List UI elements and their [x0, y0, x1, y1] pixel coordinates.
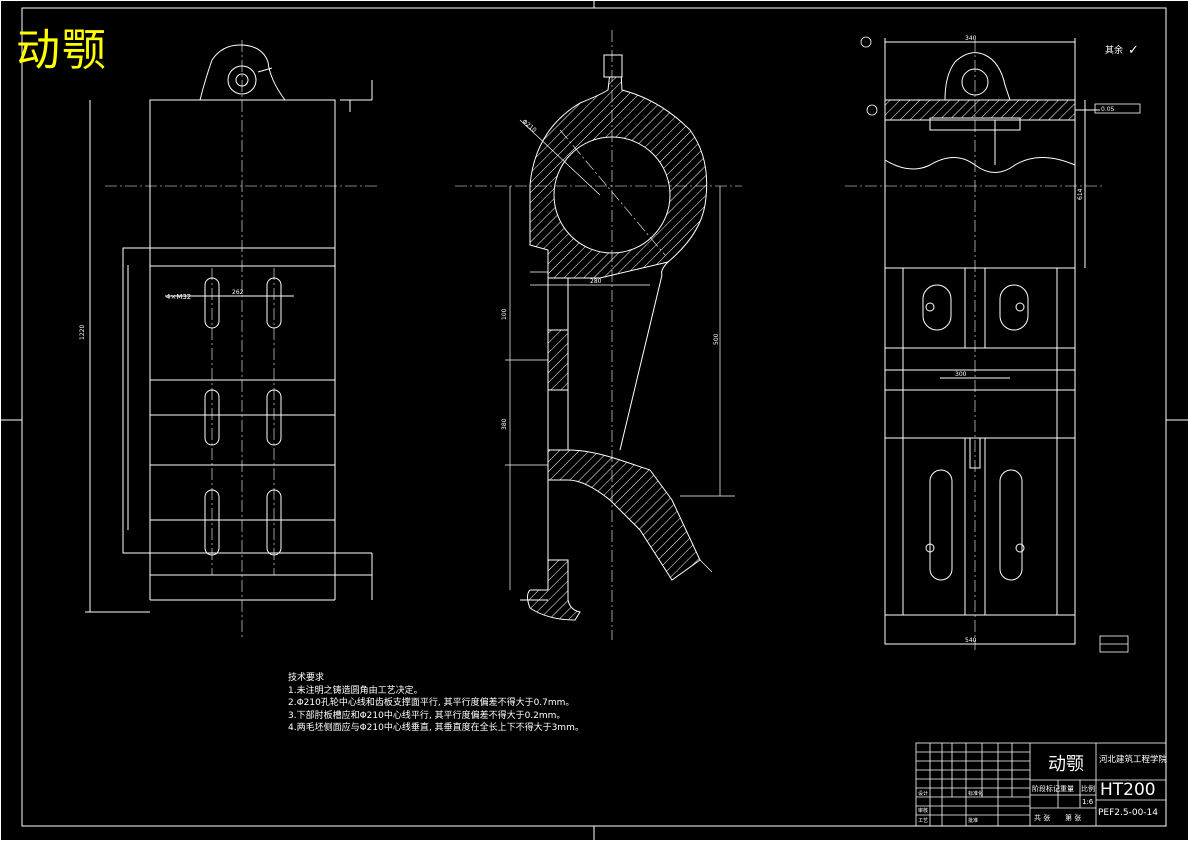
title-block-standard-label: 标准化: [968, 790, 983, 797]
title-block-sheet-no: 第 张: [1065, 813, 1081, 822]
title-block-sheet-total: 共 张: [1034, 813, 1050, 822]
dim-side-280: 280: [590, 278, 602, 285]
rest-roughness-mark: ✓: [1128, 43, 1139, 58]
tech-requirement-item: 2.Φ210孔轮中心线和齿板支撑面平行, 其平行度偏差不得大于0.7mm。: [288, 698, 575, 708]
title-block-designer-label: 设计: [918, 790, 928, 797]
title-block: [915, 742, 1167, 827]
title-block-approve-label: 批准: [968, 817, 978, 824]
dim-right-300: 300: [955, 371, 967, 378]
dim-left-height: 1220: [79, 325, 86, 340]
title-block-school: 河北建筑工程学院: [1099, 754, 1168, 765]
title-block-stage-label: 阶段标记: [1032, 784, 1060, 793]
tech-requirement-item: 1.未注明之铸造圆角由工艺决定。: [288, 685, 423, 696]
drawing-title: 动颚: [16, 25, 108, 76]
front-view: [85, 44, 373, 613]
tech-requirement-item: 4.两毛坯侧面应与Φ210中心线垂直, 其垂直度在全长上下不得大于3mm。: [288, 723, 584, 733]
rest-surface-mark: 其余: [1105, 44, 1123, 56]
dim-front-262: 262: [232, 289, 244, 296]
dim-side-500: 500: [713, 333, 720, 345]
dim-right-height: 614: [1077, 188, 1084, 200]
title-block-scale-value: 1:6: [1082, 798, 1094, 806]
title-block-material: HT200: [1100, 780, 1156, 800]
side-view: [884, 38, 1100, 645]
section-view-centerlines: [455, 30, 742, 640]
title-block-process-label: 工艺: [918, 818, 928, 824]
section-view: [520, 54, 708, 621]
dim-right-340: 340: [965, 35, 977, 42]
side-view-centerlines: [845, 40, 1105, 650]
dim-side-380: 380: [501, 418, 508, 430]
title-block-part-name: 动颚: [1048, 754, 1084, 775]
dim-side-100: 100: [501, 308, 508, 320]
dim-right-540: 540: [965, 637, 977, 644]
title-block-reviewer-label: 审核: [918, 807, 928, 814]
dim-hole-dia: Φ210: [521, 118, 538, 134]
datum-mark: [860, 36, 1141, 653]
tech-requirements-heading: 技术要求: [288, 673, 325, 683]
dim-bolt-slots: 4×M32: [166, 293, 191, 301]
dim-tol: 0.05: [1101, 106, 1115, 113]
technical-requirements: 技术要求 1.未注明之铸造圆角由工艺决定。 2.Φ210孔轮中心线和齿板支撑面平…: [288, 672, 584, 735]
title-block-scale-label: 比例: [1081, 784, 1095, 793]
section-view-dims: [505, 119, 735, 590]
title-block-drawing-no: PEF2.5-00-14: [1098, 808, 1158, 818]
title-block-weight-label: 重量: [1060, 785, 1074, 793]
front-view-centerlines: [105, 40, 380, 640]
tech-requirement-item: 3.下部肘板槽应和Φ210中心线平行, 其平行度偏差不得大于0.2mm。: [288, 710, 566, 721]
